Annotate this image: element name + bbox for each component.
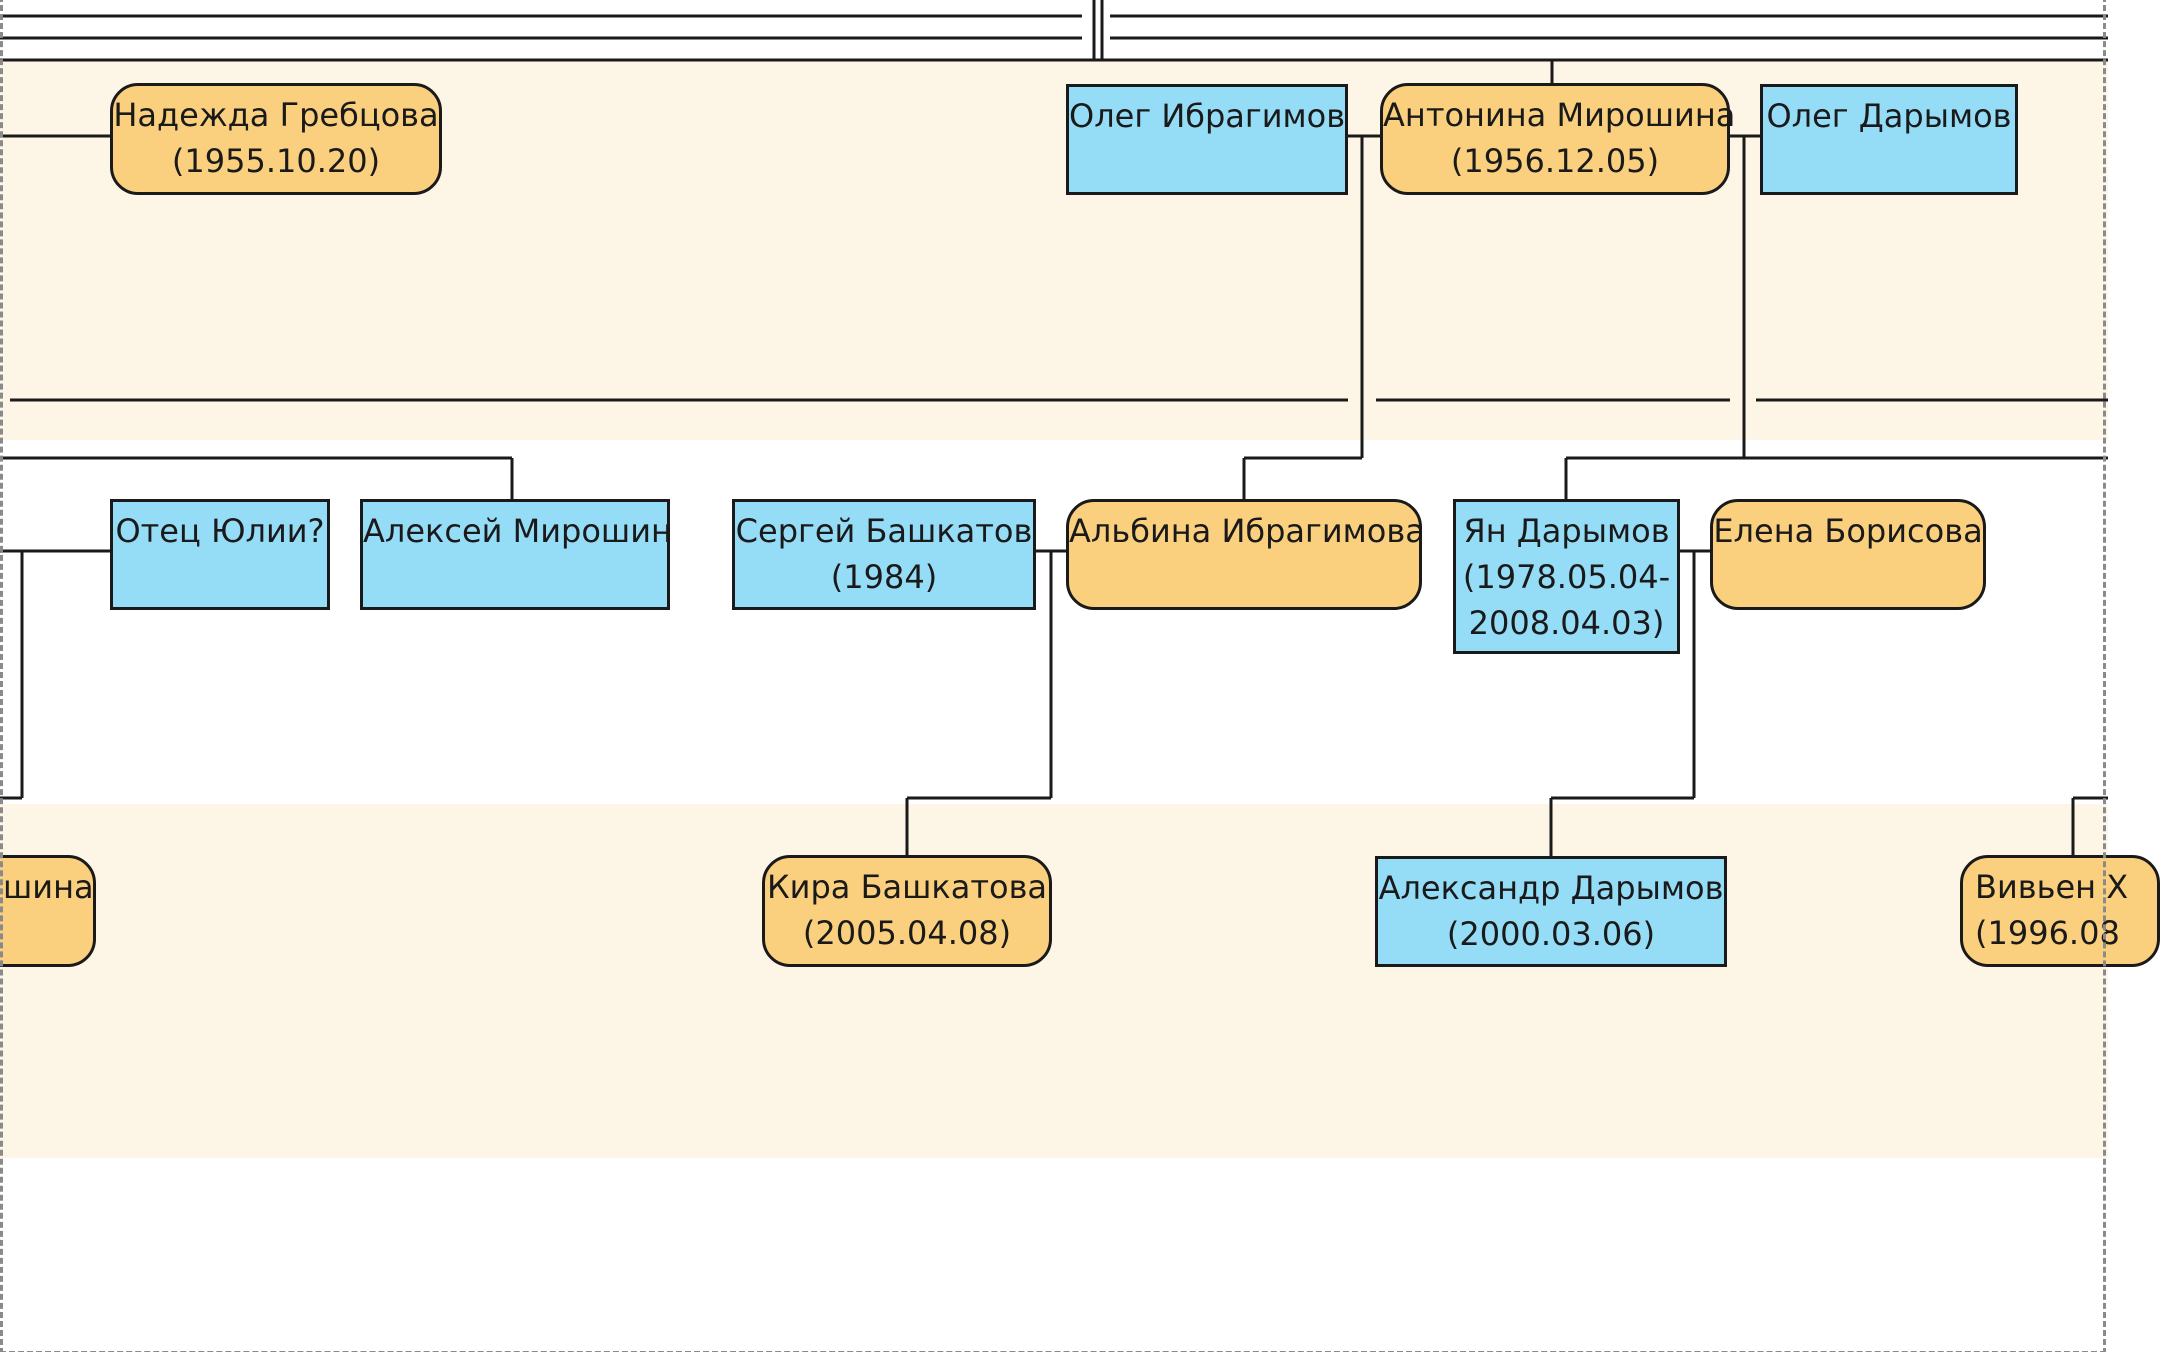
person-dates: (1956.12.05)	[1450, 142, 1660, 180]
person-card-aleksei-miroshin[interactable]: Алексей Мирошин	[360, 499, 672, 610]
connector-lines	[0, 0, 2108, 856]
person-card-sergei-bashkatov[interactable]: Сергей Башкатов (1984)	[732, 499, 1036, 610]
person-name: Отец Юлии?	[115, 512, 325, 550]
page-boundary	[0, 0, 2106, 1354]
person-card-albina-ibragimova[interactable]: Альбина Ибрагимова	[1066, 499, 1425, 610]
person-card-kira-bashkatova[interactable]: Кира Башкатова (2005.04.08)	[762, 855, 1052, 967]
person-card-vivien[interactable]: Вивьен Х (1996.08	[1960, 855, 2160, 967]
person-name: Ян Дарымов	[1463, 512, 1670, 550]
person-card-oleg-ibragimov[interactable]: Олег Ибрагимов	[1066, 84, 1348, 195]
person-name: Вивьен Х	[1975, 868, 2129, 906]
person-card-oleg-darymov[interactable]: Олег Дарымов	[1760, 84, 2018, 195]
person-name: Алексей Мирошин	[363, 512, 672, 550]
person-dates: (1996.08	[1975, 914, 2120, 952]
person-name: Альбина Ибрагимова	[1069, 512, 1425, 550]
person-card-nadezhda-grebtsova[interactable]: Надежда Гребцова (1955.10.20)	[110, 83, 442, 195]
person-name: Сергей Башкатов	[735, 512, 1033, 550]
person-card-partial-miroshina[interactable]: шина	[0, 855, 96, 967]
person-dates: (2000.03.06)	[1446, 915, 1656, 953]
person-card-aleksandr-darymov[interactable]: Александр Дарымов (2000.03.06)	[1375, 856, 1727, 967]
page-bottom-margin	[0, 1352, 2108, 1356]
person-name: шина	[3, 868, 94, 906]
person-card-otets-yulii[interactable]: Отец Юлии?	[110, 499, 330, 610]
person-dates: (1984)	[830, 558, 938, 596]
person-name: Олег Дарымов	[1766, 97, 2012, 135]
generation-band-3	[0, 804, 2108, 1158]
person-card-yan-darymov[interactable]: Ян Дарымов (1978.05.04- 2008.04.03)	[1453, 499, 1680, 654]
person-card-antonina-miroshina[interactable]: Антонина Мирошина (1956.12.05)	[1380, 83, 1736, 195]
person-dates: (2005.04.08)	[802, 914, 1012, 952]
person-name: Кира Башкатова	[766, 868, 1048, 906]
person-name: Антонина Мирошина	[1383, 96, 1736, 134]
person-name: Александр Дарымов	[1378, 869, 1724, 907]
person-dates: (1955.10.20)	[171, 142, 381, 180]
person-name: Олег Ибрагимов	[1069, 97, 1346, 135]
person-name: Елена Борисова	[1713, 512, 1983, 550]
person-dates: (1978.05.04-	[1462, 558, 1671, 596]
person-name: Надежда Гребцова	[113, 96, 439, 134]
person-card-elena-borisova[interactable]: Елена Борисова	[1710, 499, 1986, 610]
person-dates-end: 2008.04.03)	[1468, 604, 1665, 642]
